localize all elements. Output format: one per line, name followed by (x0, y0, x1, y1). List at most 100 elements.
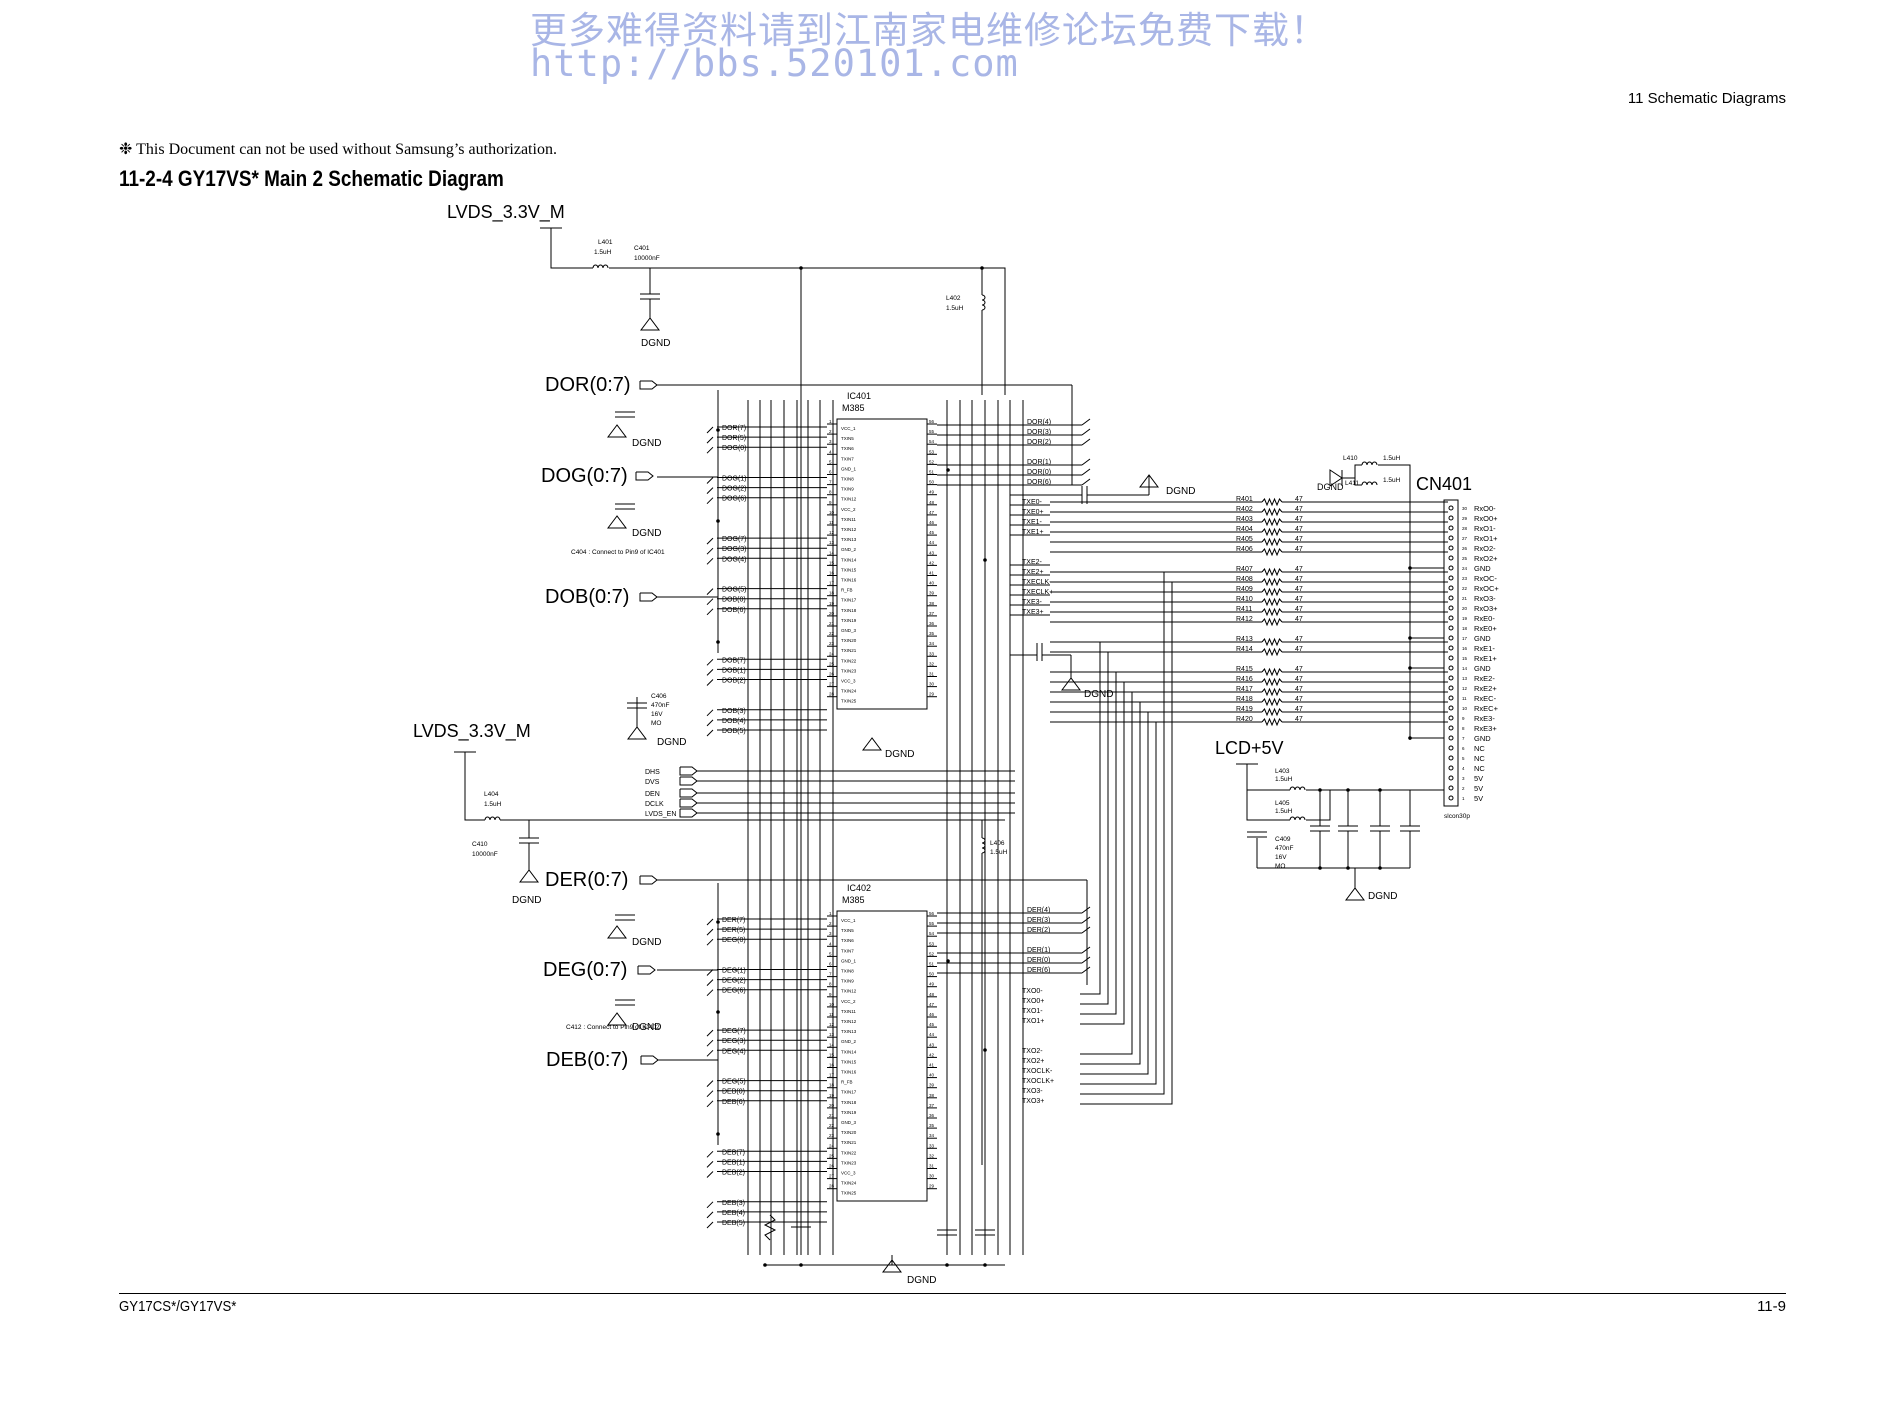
ic-input-ic402: DEG(0) (722, 937, 746, 944)
schematic-label: L406 (990, 840, 1005, 847)
ic402-pin-name: VCC_3 (841, 1171, 856, 1176)
ic-lvds-ic401: TXE0- (1022, 499, 1043, 506)
schematic-label: 2 (829, 429, 832, 434)
connector-pin (1448, 675, 1454, 681)
ground-symbol (882, 1259, 902, 1273)
ic-lvds-ic401: TXE3+ (1022, 609, 1044, 616)
schematic-label: 7 (1462, 736, 1465, 741)
connector-part: slcon30p (1444, 813, 1470, 820)
schematic-label: 8 (829, 490, 832, 495)
schematic-label: 25 (1462, 556, 1468, 561)
schematic-label: 19 (829, 1093, 835, 1098)
ic-input-ic402: DEB(0) (722, 1089, 745, 1096)
schematic-label: 50 (929, 972, 935, 977)
resistor-value: 47 (1295, 606, 1303, 613)
ic-input-ic402: DEG(4) (722, 1048, 746, 1055)
ic-input-ic401: DOG(7) (722, 536, 747, 543)
capacitor-c401 (640, 293, 660, 300)
resistor-symbol (1261, 617, 1283, 627)
ic-lvds-ic402: TXO3+ (1022, 1098, 1044, 1105)
bus-port (679, 798, 698, 808)
schematic-label: 2 (829, 921, 832, 926)
ic402-pin-name: TXIN5 (841, 928, 854, 933)
schematic-label: 16 (829, 571, 835, 576)
schematic-label: 31 (929, 1164, 935, 1169)
ic-input-ic402: DEB(5) (722, 1220, 745, 1227)
ic402-pin-name: TXIN9 (841, 979, 854, 984)
schematic-label: L403 (1275, 768, 1290, 775)
bus-port (639, 875, 658, 885)
schematic-label: 5 (829, 459, 832, 464)
schematic-label: 30 (929, 1174, 935, 1179)
ic-input-ic402: DER(7) (722, 917, 745, 924)
ic401-pin-name: GND_2 (841, 547, 857, 552)
ic401-pin-name: TXIN12 (841, 527, 857, 532)
bus-label-dog: DOG(0:7) (541, 465, 628, 487)
connector-pin (1448, 765, 1454, 771)
ic402-pin-name: TXIN15 (841, 1059, 857, 1064)
schematic-label: 14 (829, 1042, 835, 1047)
schematic-label: 26 (1462, 546, 1468, 551)
connector-pin (1448, 595, 1454, 601)
bus-label-deg: DEG(0:7) (543, 959, 627, 981)
schematic-label: 55 (929, 921, 935, 926)
ic-input-ic401: DOR(5) (722, 435, 746, 442)
connector-pin-label: GND (1474, 664, 1491, 673)
schematic-label: 36 (929, 1113, 935, 1118)
junction-dot (1318, 866, 1322, 870)
schematic-label: 18 (1462, 626, 1468, 631)
schematic-label: 5 (1462, 756, 1465, 761)
junction-dot (1408, 636, 1412, 640)
ic-input-ic401: DOG(2) (722, 486, 747, 493)
resistor-value: 47 (1295, 496, 1303, 503)
ic-input-ic402: DEB(6) (722, 1099, 745, 1106)
schematic-label: 1.5uH (1275, 776, 1293, 783)
resistor-symbol (1261, 587, 1283, 597)
resistor-symbol (1261, 677, 1283, 687)
schematic-label: 19 (829, 601, 835, 606)
resistor-ref: R401 (1236, 496, 1253, 503)
schematic-label: 14 (1462, 666, 1468, 671)
ic-input-ic402: DEG(3) (722, 1038, 746, 1045)
capacitor-c414 (975, 1229, 995, 1236)
schematic-label: 27 (829, 1174, 835, 1179)
capacitor-c413 (937, 1229, 957, 1236)
ic-part-ic402: M385 (842, 895, 865, 905)
ic402-pin-name: TXIN20 (841, 1130, 857, 1135)
schematic-label: 8 (829, 982, 832, 987)
connector-pin (1448, 575, 1454, 581)
resistor-ref: R409 (1236, 586, 1253, 593)
resistor-ref: R403 (1236, 516, 1253, 523)
ic401-pin-name: TXIN20 (841, 638, 857, 643)
connector-pin-label: RxOC+ (1474, 584, 1499, 593)
schematic-label: 29 (929, 1184, 935, 1189)
schematic-label: 46 (929, 1012, 935, 1017)
control-signal-label: DEN (645, 791, 660, 798)
ic401-pin-name: VCC_3 (841, 679, 856, 684)
ic401-pin-name: TXIN18 (841, 608, 857, 613)
resistor-ref: R406 (1236, 546, 1253, 553)
schematic-label: 21 (1462, 596, 1468, 601)
ic402-pin-name: GND_3 (841, 1120, 857, 1125)
bus-port (637, 965, 656, 975)
resistor-value: 47 (1295, 616, 1303, 623)
connector-pin (1448, 795, 1454, 801)
ic-ref-ic401: IC401 (847, 391, 871, 401)
resistor-symbol (1261, 497, 1283, 507)
schematic-label: 29 (1462, 516, 1468, 521)
ic-lvds-ic402: TXOCLK- (1022, 1068, 1053, 1075)
schematic-label: 56 (929, 911, 935, 916)
connector-pin (1448, 645, 1454, 651)
schematic-label: 15 (829, 1052, 835, 1057)
ic-input-ic402: DEG(7) (722, 1028, 746, 1035)
connector-pin (1448, 705, 1454, 711)
junction-dot (799, 266, 803, 270)
junction-dot (1378, 866, 1382, 870)
ic-lvds-ic402: TXOCLK+ (1022, 1078, 1054, 1085)
schematic-label: 30 (1462, 506, 1468, 511)
ground-symbol (627, 726, 647, 740)
schematic-label: 12 (829, 530, 835, 535)
schematic-label: 21 (829, 1113, 835, 1118)
connector-pin-label: RxE3+ (1474, 724, 1497, 733)
connector-pin-label: NC (1474, 764, 1485, 773)
